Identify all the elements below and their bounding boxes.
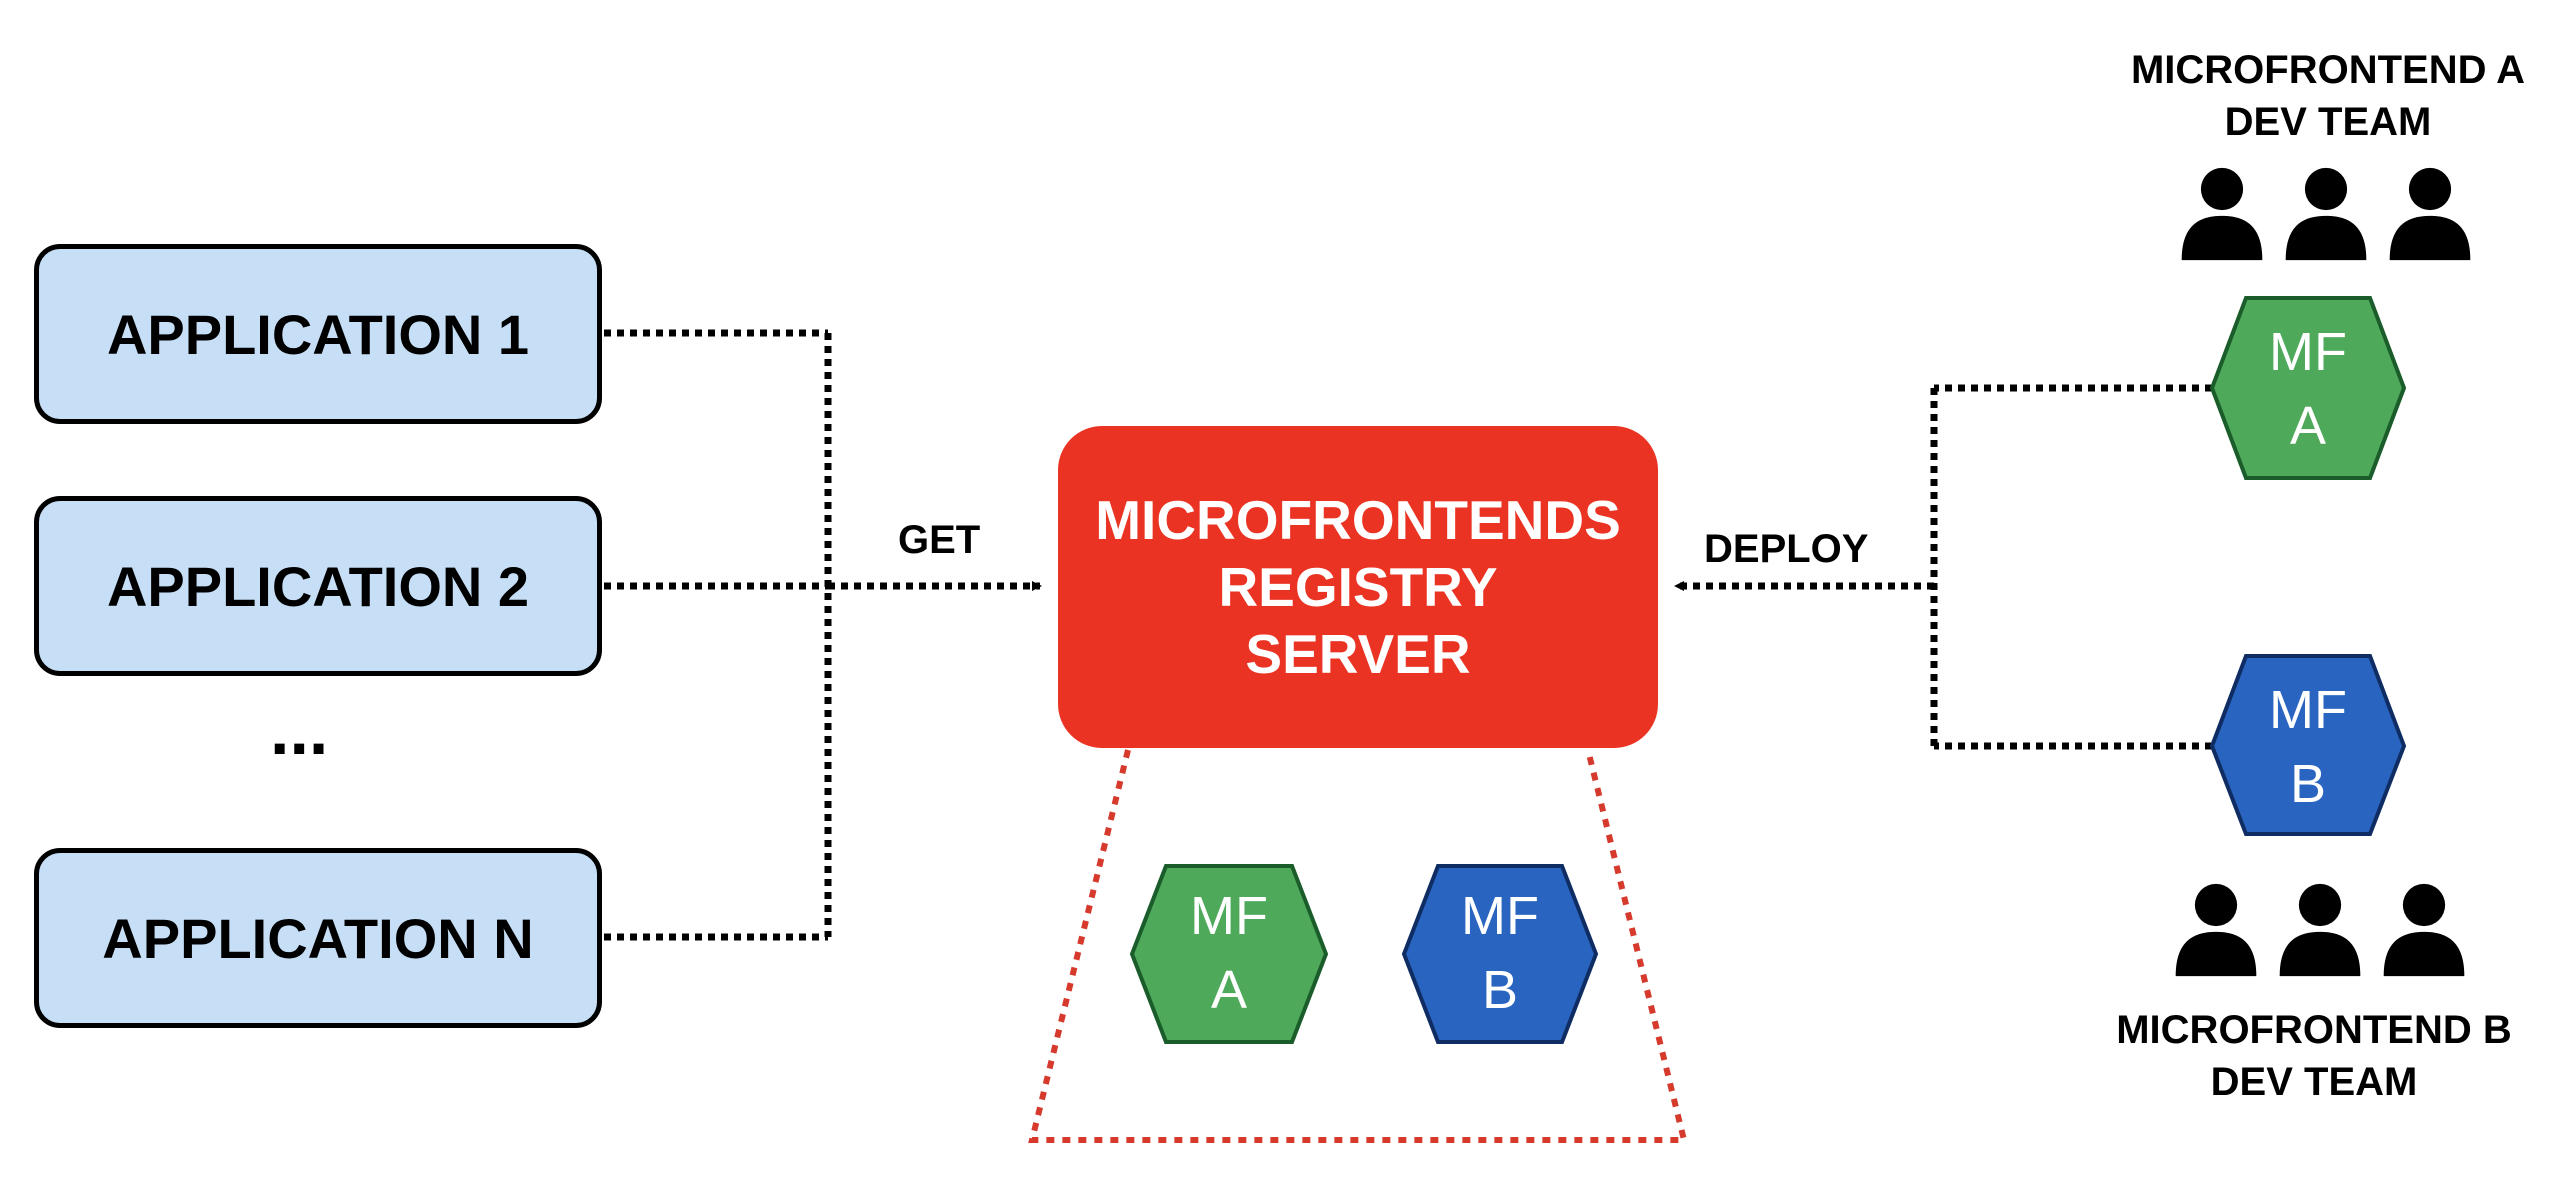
deploy-mf-b-line2: B [2290,754,2326,814]
stored-mf-b-line2: B [1482,960,1518,1020]
stored-mf-a-line1: MF [1190,886,1268,946]
person-icon [2285,167,2367,261]
deploy-label: DEPLOY [1704,527,1869,571]
stored-mf-a: MF A [1129,864,1329,1044]
registry-storage-outline [1028,749,1688,1143]
application-1-box: APPLICATION 1 [34,244,602,424]
application-n-box: APPLICATION N [34,848,602,1028]
application-n-label: APPLICATION N [102,906,534,970]
team-b-people [2175,883,2465,977]
deploy-mf-a-line2: A [2290,396,2326,456]
get-label: GET [898,518,981,562]
deploy-mf-b-line1: MF [2269,680,2347,740]
team-a-label: MICROFRONTEND A DEV TEAM [2130,48,2526,144]
person-icon [2279,883,2361,977]
application-1-label: APPLICATION 1 [106,302,530,366]
person-icon [2389,167,2471,261]
deploy-mf-b: MF B [2209,654,2407,836]
person-icon [2181,167,2263,261]
deploy-mf-a-line1: MF [2269,322,2347,382]
registry-server-label: MICROFRONTENDS REGISTRY SERVER [1095,488,1621,685]
deploy-mf-a: MF A [2209,296,2407,480]
application-2-box: APPLICATION 2 [34,496,602,676]
registry-server-box: MICROFRONTENDS REGISTRY SERVER [1058,426,1658,748]
stored-mf-a-line2: A [1211,960,1247,1020]
application-2-label: APPLICATION 2 [106,554,530,618]
applications-ellipsis: ... [270,691,329,769]
person-icon [2383,883,2465,977]
get-connectors [604,329,1042,941]
stored-mf-b: MF B [1401,864,1599,1044]
person-icon [2175,883,2257,977]
deploy-connectors [1674,384,2212,750]
stored-mf-b-line1: MF [1461,886,1539,946]
team-a-people [2181,167,2471,261]
team-b-label: MICROFRONTEND B DEV TEAM [2116,1008,2512,1104]
